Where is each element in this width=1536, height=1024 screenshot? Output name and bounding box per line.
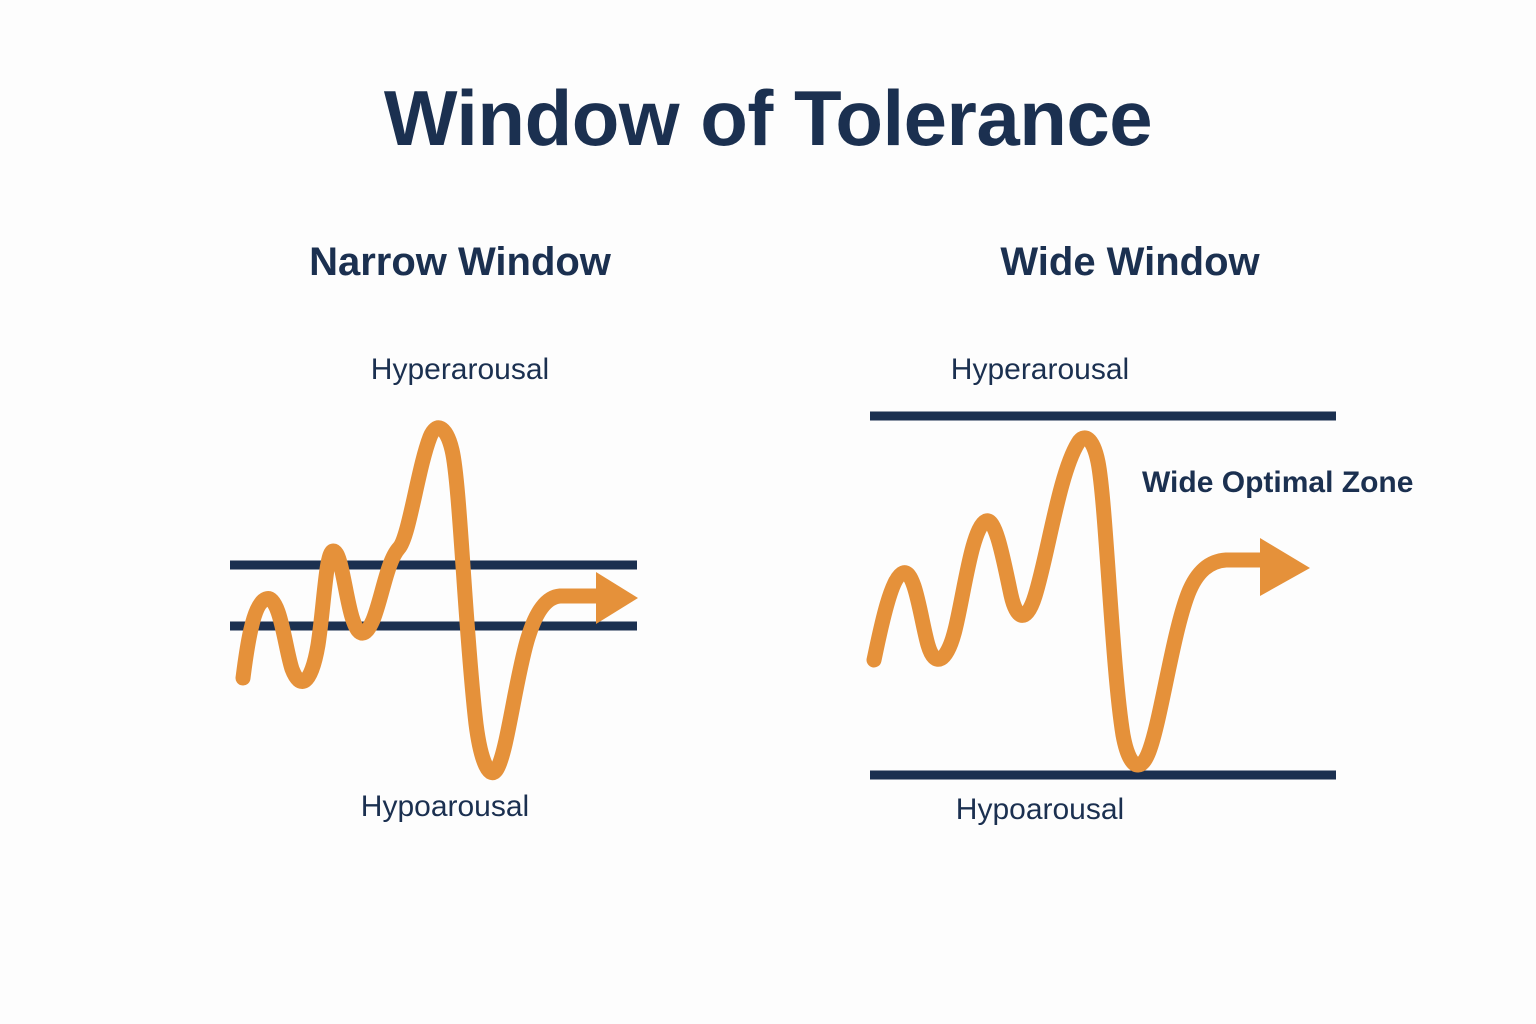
- wide-optimal-zone-label: Wide Optimal Zone: [1142, 466, 1414, 499]
- narrow-wave-arrowhead: [596, 572, 638, 624]
- wide-hypoarousal-label: Hypoarousal: [955, 793, 1125, 826]
- narrow-arousal-wave: [235, 420, 620, 781]
- panel-wide-title: Wide Window: [1000, 240, 1260, 284]
- narrow-hyperarousal-label: Hyperarousal: [370, 353, 550, 386]
- wide-arousal-wave: [866, 430, 1284, 773]
- narrow-hypoarousal-label: Hypoarousal: [360, 790, 530, 823]
- wide-wave-arrowhead: [1260, 538, 1310, 596]
- wide-hyperarousal-label: Hyperarousal: [950, 353, 1130, 386]
- page-title: Window of Tolerance: [383, 74, 1153, 162]
- panel-narrow-title: Narrow Window: [309, 240, 611, 284]
